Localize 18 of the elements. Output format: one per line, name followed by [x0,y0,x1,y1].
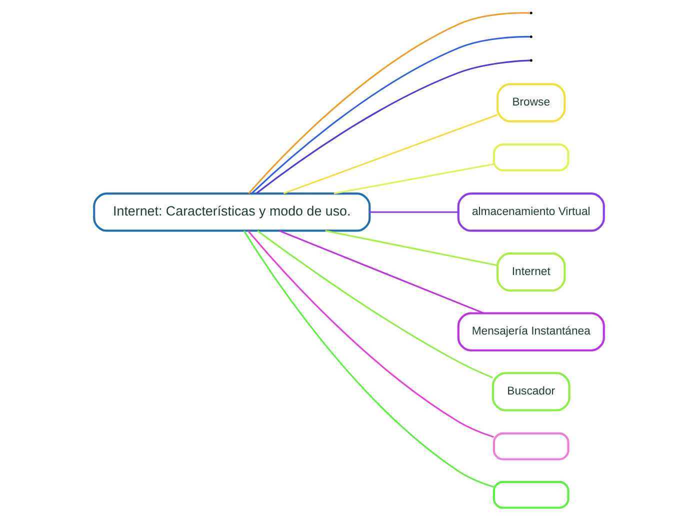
node-box [492,432,569,460]
connector [256,230,492,378]
node-box: Mensajería Instantánea [456,312,604,352]
node-box: Browse [496,83,566,122]
connector [333,163,494,194]
node-box: Internet: Características y modo de uso. [92,192,370,232]
node-box [492,480,569,509]
node-box [492,144,569,172]
node-box: Buscador [491,372,570,412]
connector [324,230,497,266]
node-box: almacenamiento Virtual [456,192,604,232]
connector [369,211,458,213]
connector [255,60,530,194]
connector [282,114,498,194]
connector [242,230,494,488]
connector [247,230,494,438]
node-box: Internet [496,252,566,292]
connector [278,230,484,314]
